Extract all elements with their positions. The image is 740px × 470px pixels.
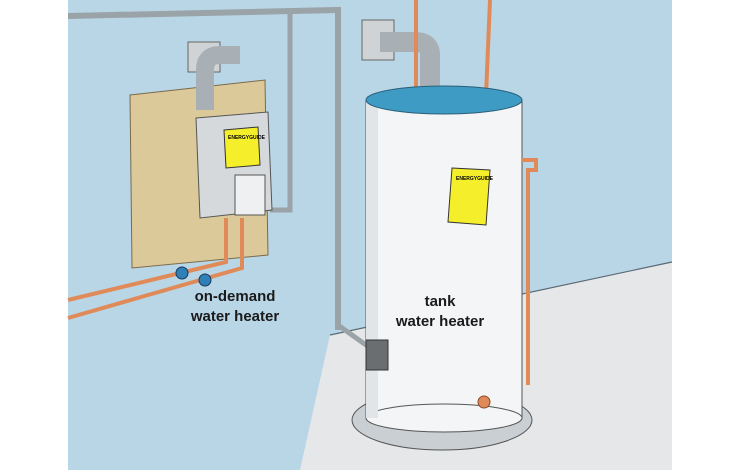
valve-icon — [175, 266, 189, 280]
label-line: water heater — [395, 313, 485, 330]
gas-control — [365, 339, 389, 371]
on-demand-label: on-demand water heater — [180, 287, 290, 327]
label-line: tank — [424, 293, 456, 310]
energy-guide-label — [223, 126, 261, 169]
label-line: water heater — [190, 308, 280, 325]
tank-water-heater — [365, 85, 523, 433]
energy-guide-title: ENERGYGUIDE — [456, 176, 494, 182]
tank-label: tank water heater — [385, 292, 495, 332]
tank-cap — [365, 85, 523, 115]
on-demand-water-heater — [195, 111, 273, 219]
valve-icon — [198, 273, 212, 287]
energy-guide-label — [447, 167, 491, 226]
gas-pipe — [67, 6, 341, 330]
label-line: on-demand — [194, 288, 276, 305]
energy-guide-title: ENERGYGUIDE — [228, 135, 266, 141]
drain-valve-icon — [477, 395, 491, 409]
